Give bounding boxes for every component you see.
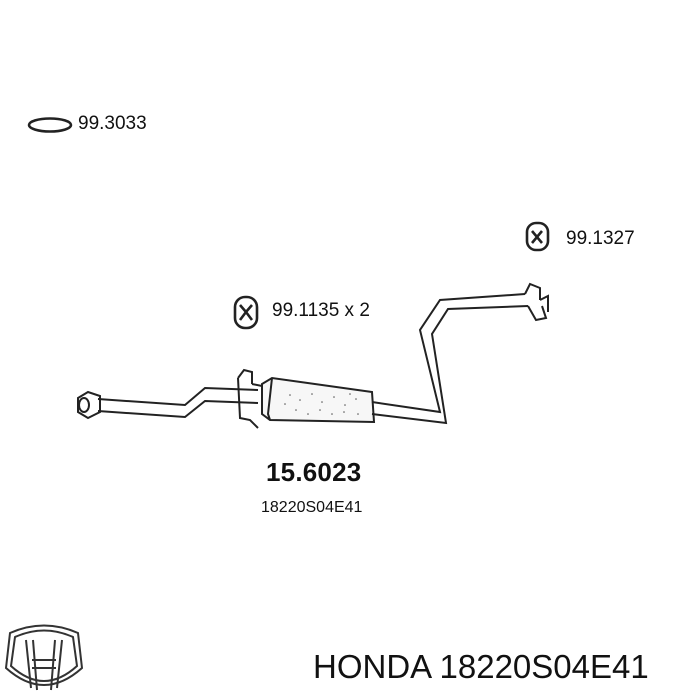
footer-brand-oem-text: HONDA 18220S04E41 (313, 648, 649, 685)
muffler-body (261, 376, 376, 424)
muffler-shading (284, 393, 359, 415)
rear-hanger-hook (524, 282, 549, 322)
mounting-bracket (237, 368, 263, 429)
exhaust-pipe-assembly (77, 282, 549, 429)
honda-logo-icon (4, 624, 84, 691)
rubber-hanger-b-icon (233, 295, 259, 330)
front-pipe (97, 386, 259, 419)
oem-number: 18220S04E41 (261, 499, 363, 516)
rear-pipe (371, 293, 529, 425)
rubber-hanger-b-code: 99.1135 x 2 (272, 300, 370, 321)
rubber-hanger-a-code: 99.1327 (566, 228, 635, 249)
rubber-hanger-a-icon (525, 221, 550, 252)
gasket-ring-icon (27, 117, 73, 133)
part-number: 15.6023 (266, 457, 362, 487)
gasket-ring-code: 99.3033 (78, 113, 147, 134)
